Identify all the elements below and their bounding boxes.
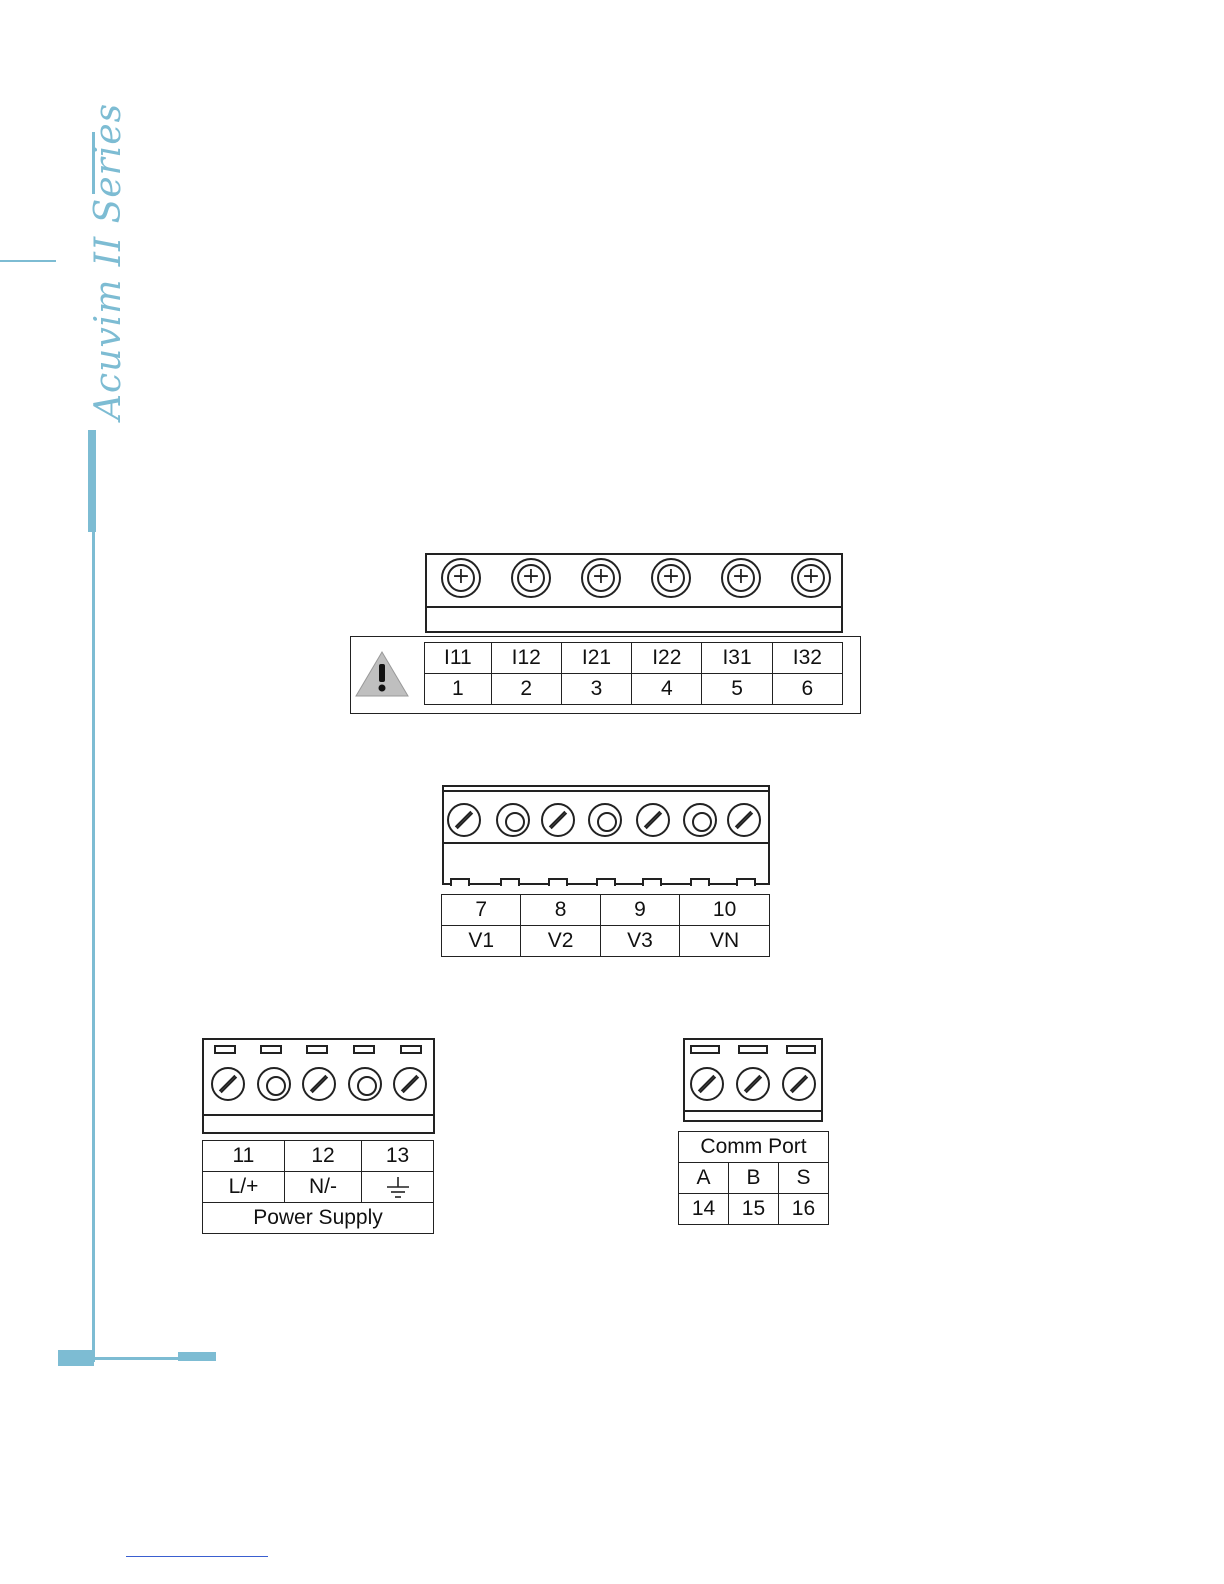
terminal-number: 10 (680, 895, 770, 926)
terminal-number: 12 (284, 1141, 361, 1172)
terminal-code: I32 (772, 643, 842, 674)
terminal-code: L/+ (203, 1172, 285, 1203)
terminal-number: 13 (362, 1141, 434, 1172)
terminal-number: 16 (778, 1194, 828, 1225)
slotted-screw-icon (636, 803, 670, 837)
current-terminal-labels: I11 I12 I21 I22 I31 I32 1 2 3 4 5 6 (424, 642, 843, 705)
release-tab (214, 1045, 236, 1054)
cross-slot: + (443, 564, 479, 590)
phillips-screw-icon: + (721, 558, 761, 598)
slotted-screw-icon (736, 1067, 770, 1101)
current-terminal-block (425, 553, 843, 633)
cross-slot: + (793, 564, 829, 590)
slotted-screw-icon (782, 1067, 816, 1101)
bottom-notch (596, 878, 616, 886)
terminal-code: I31 (702, 643, 772, 674)
ground-icon (385, 1175, 411, 1199)
slotted-screw-icon (690, 1067, 724, 1101)
cross-slot: + (653, 564, 689, 590)
voltage-block-divider (442, 842, 770, 844)
terminal-code: S (778, 1163, 828, 1194)
slotted-screw-icon (211, 1067, 245, 1101)
warning-icon (354, 650, 410, 698)
terminal-code: V1 (442, 926, 521, 957)
phillips-screw-icon: + (651, 558, 691, 598)
terminal-number: 2 (491, 674, 561, 705)
terminal-code: I22 (632, 643, 702, 674)
terminal-number: 3 (561, 674, 631, 705)
terminal-code: V3 (600, 926, 679, 957)
slotted-screw-icon (541, 803, 575, 837)
terminal-code: V2 (521, 926, 600, 957)
terminal-number: 11 (203, 1141, 285, 1172)
phillips-screw-icon: + (791, 558, 831, 598)
frame-foot-tab (178, 1352, 216, 1361)
terminal-number: 4 (632, 674, 702, 705)
frame-line-left-short (0, 260, 56, 262)
cross-slot: + (583, 564, 619, 590)
terminal-hole-icon (257, 1067, 291, 1101)
voltage-block-top-edge (442, 790, 770, 792)
terminal-hole-icon (683, 803, 717, 837)
release-tab (690, 1045, 720, 1054)
comm-port-labels: Comm Port A B S 14 15 16 (678, 1131, 829, 1225)
terminal-code: A (679, 1163, 729, 1194)
frame-foot-line (94, 1357, 178, 1360)
voltage-terminal-labels: 7 8 9 10 V1 V2 V3 VN (441, 894, 770, 957)
terminal-code: N/- (284, 1172, 361, 1203)
terminal-code: I11 (425, 643, 492, 674)
terminal-number: 8 (521, 895, 600, 926)
power-supply-label: Power Supply (203, 1203, 434, 1234)
terminal-number: 1 (425, 674, 492, 705)
terminal-hole-icon (588, 803, 622, 837)
frame-line-main (92, 532, 95, 1362)
slotted-screw-icon (302, 1067, 336, 1101)
comm-port-title: Comm Port (679, 1132, 829, 1163)
brand-title: Acuvim II Series (88, 103, 129, 420)
current-block-divider (427, 606, 841, 608)
frame-foot-block (58, 1350, 94, 1366)
terminal-code: B (728, 1163, 778, 1194)
bottom-notch (690, 878, 710, 886)
terminal-number: 5 (702, 674, 772, 705)
slotted-screw-icon (727, 803, 761, 837)
terminal-hole-icon (348, 1067, 382, 1101)
slotted-screw-icon (393, 1067, 427, 1101)
release-tab (306, 1045, 328, 1054)
power-block-divider (202, 1114, 435, 1116)
phillips-screw-icon: + (441, 558, 481, 598)
release-tab (400, 1045, 422, 1054)
slotted-screw-icon (447, 803, 481, 837)
bottom-notch (736, 878, 756, 886)
comm-block-divider (683, 1110, 823, 1112)
release-tab (786, 1045, 816, 1054)
cross-slot: + (513, 564, 549, 590)
phillips-screw-icon: + (511, 558, 551, 598)
terminal-number: 6 (772, 674, 842, 705)
bottom-rule (126, 1556, 268, 1557)
bottom-notch (450, 878, 470, 886)
terminal-hole-icon (496, 803, 530, 837)
terminal-number: 7 (442, 895, 521, 926)
terminal-code: VN (680, 926, 770, 957)
frame-bar-thick (88, 430, 96, 532)
ground-cell (362, 1172, 434, 1203)
release-tab (738, 1045, 768, 1054)
phillips-screw-icon: + (581, 558, 621, 598)
bottom-notch (500, 878, 520, 886)
bottom-notch (642, 878, 662, 886)
release-tab (353, 1045, 375, 1054)
cross-slot: + (723, 564, 759, 590)
terminal-number: 9 (600, 895, 679, 926)
release-tab (260, 1045, 282, 1054)
terminal-code: I21 (561, 643, 631, 674)
power-terminal-labels: 11 12 13 L/+ N/- Power Supply (202, 1140, 434, 1234)
bottom-notch (548, 878, 568, 886)
terminal-number: 15 (728, 1194, 778, 1225)
terminal-number: 14 (679, 1194, 729, 1225)
terminal-code: I12 (491, 643, 561, 674)
